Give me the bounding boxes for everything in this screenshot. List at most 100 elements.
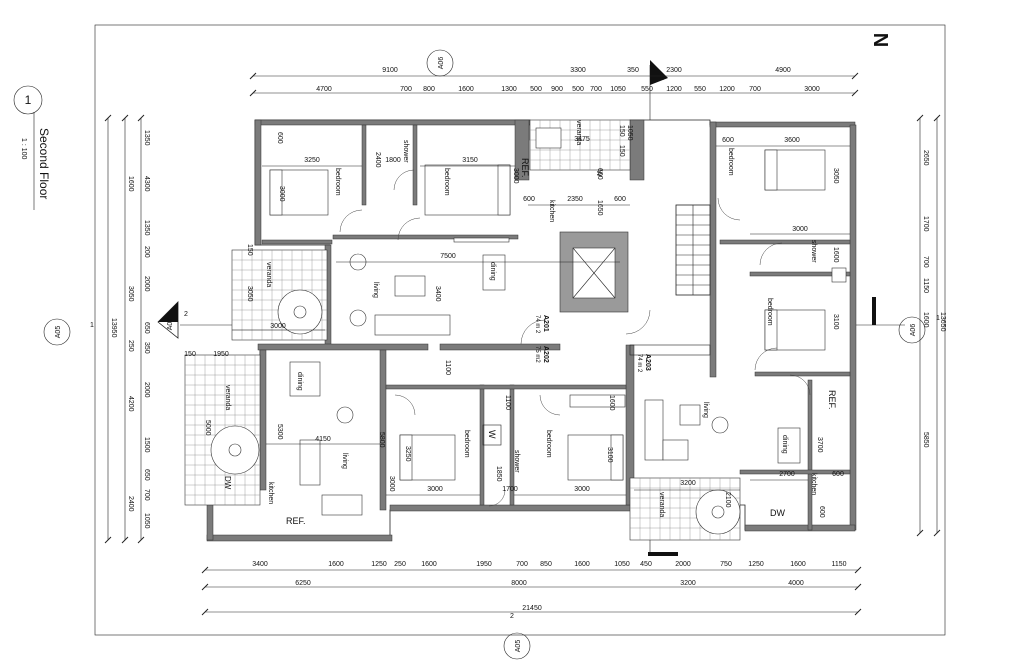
svg-text:350: 350 [627, 67, 639, 74]
room-label-shw1: shower [402, 140, 409, 163]
view-scale: 1 : 100 [20, 138, 27, 160]
svg-text:1950: 1950 [213, 351, 229, 358]
svg-text:2100: 2100 [724, 492, 731, 508]
room-label-liv3: living [702, 402, 709, 418]
room-label-liv1: living [372, 282, 379, 298]
dim-right-total: 13650 [939, 312, 946, 332]
svg-text:600: 600 [276, 132, 283, 144]
dim-tick [854, 583, 862, 591]
veranda-left [184, 354, 261, 506]
svg-text:1100: 1100 [444, 360, 451, 375]
beds [269, 149, 826, 481]
svg-text:850: 850 [540, 561, 552, 568]
svg-text:1200: 1200 [719, 86, 735, 93]
svg-text:3250: 3250 [404, 446, 411, 462]
svg-text:3250: 3250 [304, 157, 320, 164]
svg-text:3050: 3050 [127, 286, 134, 302]
svg-text:4900: 4900 [775, 67, 791, 74]
room-label-bed2: bedroom [443, 168, 450, 196]
svg-text:3300: 3300 [570, 67, 586, 74]
svg-text:1600: 1600 [127, 176, 134, 192]
svg-text:1050: 1050 [614, 561, 630, 568]
dim-tick [854, 608, 862, 616]
dim-tick [104, 114, 112, 122]
svg-text:74 m 2: 74 m 2 [534, 315, 540, 334]
svg-text:7500: 7500 [440, 253, 456, 260]
svg-text:4700: 4700 [316, 86, 332, 93]
appliance-ref-3: REF. [827, 390, 837, 410]
svg-text:600: 600 [722, 137, 734, 144]
svg-text:1600: 1600 [458, 86, 474, 93]
svg-text:1700: 1700 [502, 486, 518, 493]
view-title: 1 Second Floor 1 : 100 [13, 85, 51, 210]
svg-text:2350: 2350 [567, 196, 583, 203]
room-label-kit3: kitchen [810, 473, 817, 495]
site-boundary [94, 24, 946, 636]
section-mark-thick-bottom [648, 552, 678, 556]
svg-text:750: 750 [720, 561, 732, 568]
svg-text:1600: 1600 [832, 247, 839, 263]
svg-text:1950: 1950 [476, 561, 492, 568]
svg-text:3150: 3150 [462, 157, 478, 164]
svg-text:150: 150 [618, 125, 625, 137]
svg-text:1650: 1650 [596, 200, 603, 216]
svg-text:500: 500 [572, 86, 584, 93]
svg-text:3000: 3000 [574, 486, 590, 493]
svg-text:450: 450 [640, 561, 652, 568]
dim-tick [104, 536, 112, 544]
svg-text:4000: 4000 [788, 580, 804, 587]
appliance-w-1: W [487, 430, 497, 439]
svg-text:5000: 5000 [204, 420, 211, 436]
svg-text:900: 900 [551, 86, 563, 93]
room-label-din2: dining [296, 372, 303, 391]
dim-tick [854, 566, 862, 574]
svg-text:1050: 1050 [610, 86, 626, 93]
svg-text:1600: 1600 [328, 561, 344, 568]
room-label-bed6: bedroom [545, 430, 552, 458]
svg-text:1150: 1150 [831, 561, 846, 568]
section-marker-top: A06 [426, 49, 454, 77]
svg-text:250: 250 [394, 561, 406, 568]
section-mark-thick-right [872, 297, 876, 325]
svg-text:2300: 2300 [666, 67, 682, 74]
svg-text:3050: 3050 [246, 286, 253, 302]
section-side-number-left: 1 [90, 322, 94, 329]
svg-text:700: 700 [749, 86, 761, 93]
svg-text:1150: 1150 [922, 278, 929, 293]
svg-text:2400: 2400 [374, 152, 381, 168]
dim-tick [851, 89, 859, 97]
svg-text:1050: 1050 [626, 125, 633, 141]
dim-lines [107, 75, 938, 613]
svg-text:1100: 1100 [504, 395, 511, 410]
svg-text:2650: 2650 [922, 150, 929, 166]
appliance-dw-1: DW [770, 508, 785, 518]
section-marker-right: A06 [898, 316, 926, 344]
svg-text:3100: 3100 [832, 314, 839, 330]
svg-text:5850: 5850 [922, 432, 929, 448]
dims-right-row-1: 2650 1700 700 1150 1600 5850 [922, 150, 929, 448]
room-label-ver1: veranda [575, 120, 582, 145]
svg-text:3475: 3475 [574, 136, 590, 143]
svg-text:3000: 3000 [388, 476, 395, 492]
apartment-tag-a202: A202 75 m2 [534, 346, 549, 363]
svg-text:3000: 3000 [270, 323, 286, 330]
dim-tick [933, 529, 941, 537]
svg-text:8000: 8000 [511, 580, 527, 587]
appliance-dw-2: DW [223, 476, 232, 490]
svg-text:2400: 2400 [127, 496, 134, 512]
svg-text:3000: 3000 [427, 486, 443, 493]
dim-tick [851, 72, 859, 80]
interior-dims: 3250 3000 1800 2400 3150 3000 600 3475 1… [184, 132, 844, 518]
svg-text:3000: 3000 [278, 186, 285, 202]
dims-top-row-2: 4700 700 800 1600 1300 500 900 500 700 1… [316, 86, 820, 141]
section-mark-top-triangle [650, 60, 668, 85]
veranda-top-left [231, 249, 328, 341]
svg-text:74 m 2: 74 m 2 [636, 354, 642, 373]
svg-text:1800: 1800 [385, 157, 401, 164]
dim-left-total: 13950 [110, 318, 117, 338]
svg-text:600: 600 [832, 471, 844, 478]
dims-top-row-1: 9100 3300 350 2300 4900 [382, 67, 791, 74]
svg-text:2: 2 [184, 311, 188, 318]
svg-text:1350: 1350 [143, 130, 150, 146]
section-marker-bottom-num: 2 [510, 613, 514, 620]
